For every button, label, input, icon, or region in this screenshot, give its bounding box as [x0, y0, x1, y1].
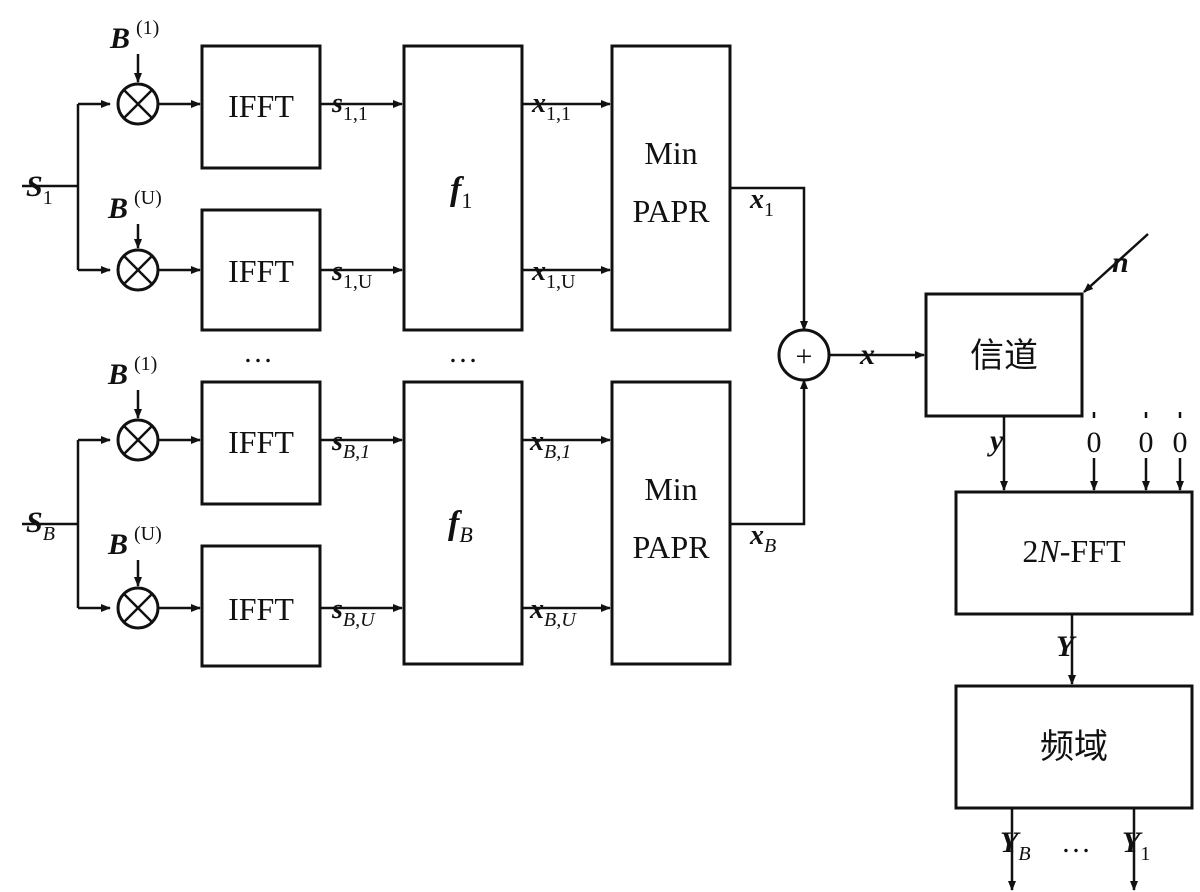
Y1-label: Y1 [1122, 826, 1150, 865]
xbu-label: xB,U [529, 594, 577, 631]
minpapr-label2-b: PAPR [632, 529, 710, 565]
noise-arrow [1083, 233, 1149, 293]
xb-label: xB [749, 520, 776, 557]
ifft-block-b1 [200, 380, 322, 506]
bu-label-g1: B(U) [107, 187, 162, 225]
xb-output-line [730, 379, 808, 526]
minpapr-label1-1: Min [644, 135, 697, 171]
YB-label: YB [1000, 826, 1031, 865]
freq-label: 频域 [1040, 728, 1108, 766]
y-label: y [987, 424, 1004, 457]
multiplier-bu-group1: B(U) [107, 187, 201, 292]
fft-block [954, 490, 1194, 616]
ifft-label-1u: IFFT [228, 253, 294, 289]
zero3-label: 0 [1173, 426, 1188, 459]
x-label: x [859, 338, 875, 371]
minpapr-label1-b: Min [644, 471, 697, 507]
sb-label: SB [26, 506, 55, 545]
ifft-label-bu: IFFT [228, 591, 294, 627]
adder-plus: + [796, 340, 813, 373]
xb1-label: xB,1 [529, 426, 571, 463]
ifft-label-b1: IFFT [228, 424, 294, 460]
zero2-label: 0 [1139, 426, 1154, 459]
minpapr-label2-1: PAPR [632, 193, 710, 229]
fb-label: fB [448, 505, 473, 547]
sb1-label: sB,1 [331, 426, 370, 463]
fb-block [402, 380, 524, 666]
fft-label: 2N-FFT [1022, 533, 1126, 569]
b1-label-g1: B(1) [109, 17, 159, 55]
ifft-block-bu [200, 544, 322, 668]
minpapr-block-1 [610, 44, 732, 332]
x11-label: x1,1 [531, 88, 571, 125]
b1-label-gb: B(1) [107, 353, 157, 391]
minpapr-block-b [610, 380, 732, 666]
ellipsis-f: … [448, 336, 478, 369]
ifft-block-11 [200, 44, 322, 170]
x1-output-line [730, 186, 808, 331]
channel-label: 信道 [970, 337, 1038, 375]
ifft-label-11: IFFT [228, 88, 294, 124]
freq-block [954, 684, 1194, 810]
noise-label: n [1112, 246, 1129, 279]
x1u-label: x1,U [531, 256, 576, 293]
ellipsis-ifft: … [243, 336, 273, 369]
output-ellipsis: … [1061, 826, 1091, 859]
sbu-label: sB,U [331, 594, 376, 631]
f1-label: f1 [450, 171, 472, 213]
zero1-label: 0 [1087, 426, 1102, 459]
f1-block [402, 44, 524, 332]
channel-block [924, 292, 1084, 418]
ifft-block-1u [200, 208, 322, 332]
multiplier-b1-group1: B(1) [109, 17, 201, 126]
x1-label: x1 [749, 184, 774, 221]
bu-label-gb: B(U) [107, 523, 162, 561]
s1-label: S1 [26, 170, 53, 209]
s1u-label: s1,U [331, 256, 373, 293]
s11-label: s1,1 [331, 88, 368, 125]
multiplier-b1-groupb: B(1) [107, 353, 201, 462]
multiplier-bu-groupb: B(U) [107, 523, 201, 630]
Y-label: Y [1056, 630, 1077, 663]
